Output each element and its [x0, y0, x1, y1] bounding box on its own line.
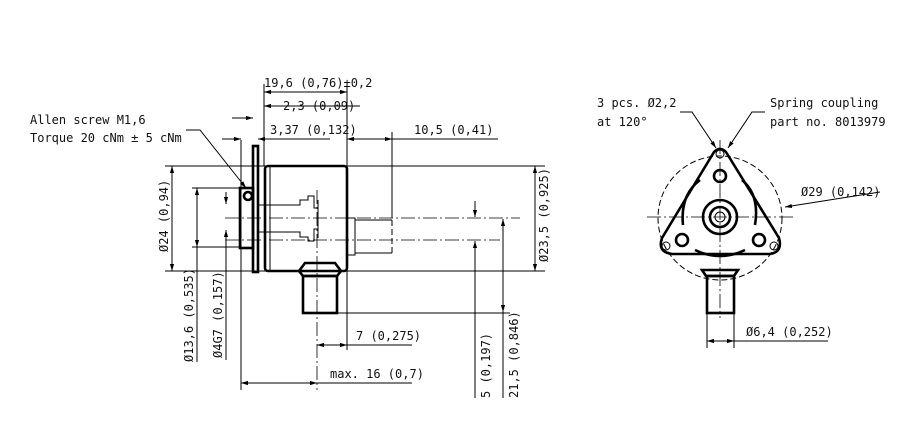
dim-5: 5 (0,197) — [479, 333, 493, 398]
dim-total-length: 19,6 (0,76)±0,2 — [264, 76, 372, 90]
holes-leader — [680, 111, 717, 149]
diameter-29-leader — [784, 191, 881, 208]
dim-bore-4g7: Ø4G7 (0,157) — [211, 271, 225, 358]
allen-screw-leader — [186, 129, 247, 189]
holes-angle-label: at 120° — [597, 115, 648, 129]
torque-label: Torque 20 cNm ± 5 cNm — [30, 131, 182, 145]
dim-max-16: max. 16 (0,7) — [330, 367, 424, 381]
dim-housing-offset: 3,37 (0,132) — [270, 123, 357, 137]
mounting-flange — [659, 147, 782, 256]
dim-connector-6-4: Ø6,4 (0,252) — [746, 325, 833, 339]
allen-screw — [242, 190, 254, 202]
dim-diameter-24: Ø24 (0,94) — [157, 180, 171, 252]
dim-flange-offset: 2,3 (0,09) — [283, 99, 355, 113]
coupling-leader — [727, 111, 765, 149]
connector — [297, 261, 343, 278]
dim-connector-7: 7 (0,275) — [356, 329, 421, 343]
side-view: Allen screw M1,6 Torque 20 cNm ± 5 cNm 1… — [30, 76, 551, 398]
holes-label: 3 pcs. Ø2,2 — [597, 96, 676, 110]
front-view: 3 pcs. Ø2,2 at 120° Spring coupling part… — [597, 96, 886, 348]
coupling-part-label: part no. 8013979 — [770, 115, 886, 129]
dim-diameter-23-5: Ø23,5 (0,925) — [537, 168, 551, 262]
internal-coupling — [258, 195, 318, 242]
shaft-stub — [347, 217, 392, 256]
outer-diameter-circle — [657, 155, 783, 281]
dim-shaft-length: 10,5 (0,41) — [414, 123, 493, 137]
dim-diameter-13-6: Ø13,6 (0,535) — [182, 268, 196, 362]
dim-diameter-29: Ø29 (0,142) — [801, 185, 880, 199]
housing — [263, 164, 349, 273]
dim-21-5: 21,5 (0,846) — [507, 311, 521, 398]
spring-coupling — [681, 178, 758, 258]
coupling-label: Spring coupling — [770, 96, 878, 110]
allen-screw-label: Allen screw M1,6 — [30, 113, 146, 127]
